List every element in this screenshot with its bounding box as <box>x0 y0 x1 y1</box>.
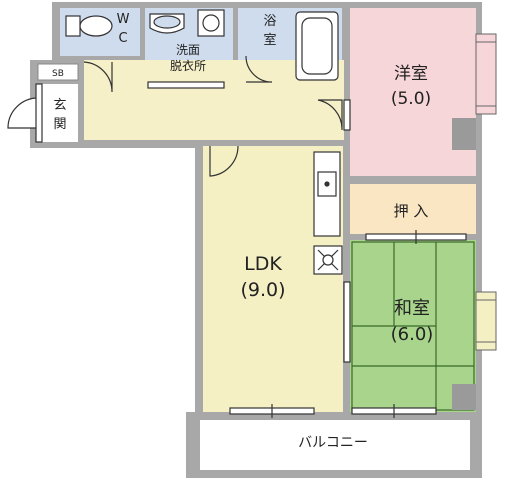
pillar <box>452 118 476 150</box>
kitchen-sink-icon <box>313 151 341 237</box>
western-room-size: (5.0) <box>391 89 431 109</box>
sliding-openings <box>35 81 467 418</box>
wc-label-w: W <box>117 12 130 27</box>
bath-label-1: 浴 <box>263 14 276 29</box>
bath-label-2: 室 <box>263 32 276 48</box>
wc-label-c: C <box>118 31 127 46</box>
washbasin-icon <box>149 13 185 34</box>
window-bays <box>452 33 497 410</box>
washing-machine-icon <box>197 9 225 37</box>
closet <box>350 184 476 234</box>
closet-label: 押 入 <box>394 202 429 220</box>
western-window-bay <box>475 33 497 115</box>
sliding-window-icon <box>147 81 225 89</box>
toilet-icon <box>65 15 113 37</box>
door-swing-icon <box>83 61 113 93</box>
genkan-label-1: 玄 <box>53 98 66 113</box>
japanese-room-name: 和室 <box>394 298 430 319</box>
door-swing-icon <box>7 97 39 129</box>
labels: W C 洗面 脱衣所 浴 室 洋室 (5.0) 押 入 LDK (9.0) 和室… <box>52 12 433 451</box>
bathtub-icon <box>295 11 339 81</box>
genkan-label-2: 関 <box>53 117 66 132</box>
balcony <box>200 420 470 470</box>
shoe-box <box>37 63 79 81</box>
fixtures <box>65 9 343 275</box>
door-swing-icon <box>317 99 343 131</box>
stove-icon <box>313 245 343 275</box>
sb-label: SB <box>52 69 64 79</box>
doors <box>7 55 343 177</box>
sliding-window-icon <box>343 281 351 363</box>
pillar <box>452 384 476 410</box>
balcony-label: バルコニー <box>298 435 368 451</box>
western-room-name: 洋室 <box>394 64 428 84</box>
door-swing-icon <box>209 145 239 177</box>
japanese-window-bay <box>475 291 497 351</box>
japanese-room-size: (6.0) <box>391 324 434 345</box>
sliding-window-icon <box>343 99 351 131</box>
door-swing-icon <box>245 55 273 83</box>
washroom-label-2: 脱衣所 <box>170 58 206 73</box>
ldk-size: (9.0) <box>240 279 285 301</box>
ldk-name: LDK <box>244 253 282 275</box>
genkan <box>38 84 78 142</box>
sliding-window-icon <box>35 83 43 143</box>
washroom-label-1: 洗面 <box>176 43 200 57</box>
